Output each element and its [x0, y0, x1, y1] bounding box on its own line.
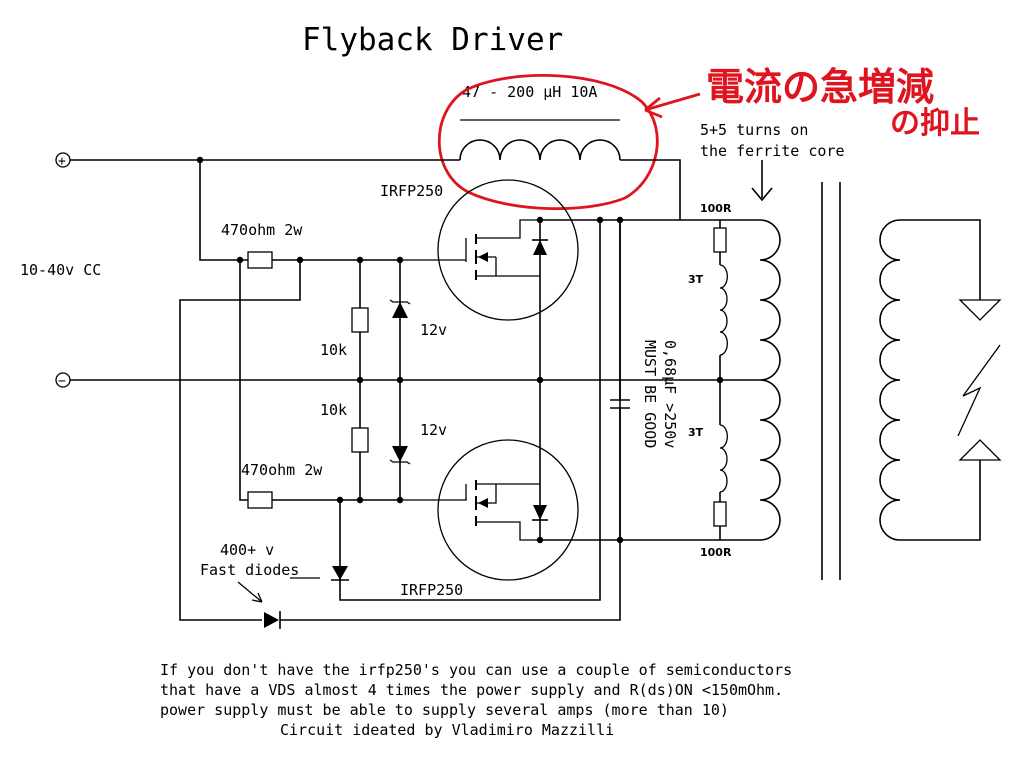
zener-top-label: 12v	[420, 321, 447, 339]
snubber-coil-top-icon	[719, 264, 728, 356]
snubber-network	[713, 220, 728, 540]
zener-diode-bottom-icon	[389, 446, 411, 465]
snubber-resistor-top-icon	[713, 227, 727, 253]
mosfet-bottom-icon	[400, 439, 579, 581]
gate-resistor-top	[247, 251, 273, 269]
diodes-label-line2: Fast diodes	[200, 561, 299, 579]
snubber-resistor-bottom-label: 100R	[700, 546, 732, 559]
diode-pointer-arrow	[237, 577, 320, 603]
annotation-highlight-circle	[437, 74, 701, 211]
plus-terminal-icon: +	[55, 152, 71, 169]
turns-label-line2: the ferrite core	[700, 142, 845, 160]
footer-line3: power supply must be able to supply seve…	[160, 701, 729, 719]
annotation-line2: の抑止	[890, 106, 980, 141]
capacitor-icon	[610, 399, 630, 409]
footer-line4: Circuit ideated by Vladimiro Mazzilli	[280, 721, 614, 739]
snubber-coil-bottom-icon	[719, 424, 728, 493]
diagram-title: Flyback Driver	[302, 22, 563, 58]
pulldown-resistor-top	[351, 307, 369, 333]
primary-winding-icon	[759, 219, 781, 541]
zener-diode-top-icon	[389, 299, 411, 318]
footer-line1: If you don't have the irfp250's you can …	[160, 661, 792, 679]
mosfet-bottom-label: IRFP250	[400, 581, 463, 599]
pulldown-resistor-bottom	[351, 427, 369, 453]
snubber-resistor-top-label: 100R	[700, 202, 732, 215]
snubber-turns-top-label: 3T	[688, 273, 704, 286]
mosfet-top-icon	[400, 179, 579, 321]
fast-diode-horizontal-icon	[264, 611, 281, 629]
capacitor-label-line2: MUST BE GOOD	[641, 340, 659, 448]
resistor-bottom-label: 470ohm 2w	[241, 461, 323, 479]
fast-diode-vertical-icon	[331, 566, 349, 581]
capacitor-label-line1: 0,68µF >250v	[661, 340, 679, 448]
gate-resistor-bottom	[247, 491, 273, 509]
annotation-line1: 電流の急増減	[706, 65, 934, 109]
pulldown-top-label: 10k	[320, 341, 347, 359]
resistor-top-label: 470ohm 2w	[221, 221, 303, 239]
pulldown-bottom-label: 10k	[320, 401, 347, 419]
spark-gap-icon	[957, 299, 1002, 461]
mosfet-top-label: IRFP250	[380, 182, 443, 200]
choke-inductor-icon	[459, 119, 621, 161]
inductor-label: 47 - 200 µH 10A	[462, 83, 597, 101]
secondary-winding-icon	[879, 219, 901, 541]
zener-bottom-label: 12v	[420, 421, 447, 439]
supply-voltage-label: 10-40v CC	[20, 261, 101, 279]
snubber-resistor-bottom-icon	[713, 501, 727, 527]
snubber-turns-bottom-label: 3T	[688, 426, 704, 439]
flyback-transformer-icon	[751, 160, 981, 580]
minus-terminal-icon: −	[55, 372, 71, 389]
lightning-bolt-icon	[957, 344, 1001, 437]
turns-label-line1: 5+5 turns on	[700, 121, 808, 139]
footer-line2: that have a VDS almost 4 times the power…	[160, 681, 783, 699]
diodes-label-line1: 400+ v	[220, 541, 274, 559]
svg-text:+: +	[58, 154, 66, 169]
svg-text:−: −	[58, 374, 66, 389]
